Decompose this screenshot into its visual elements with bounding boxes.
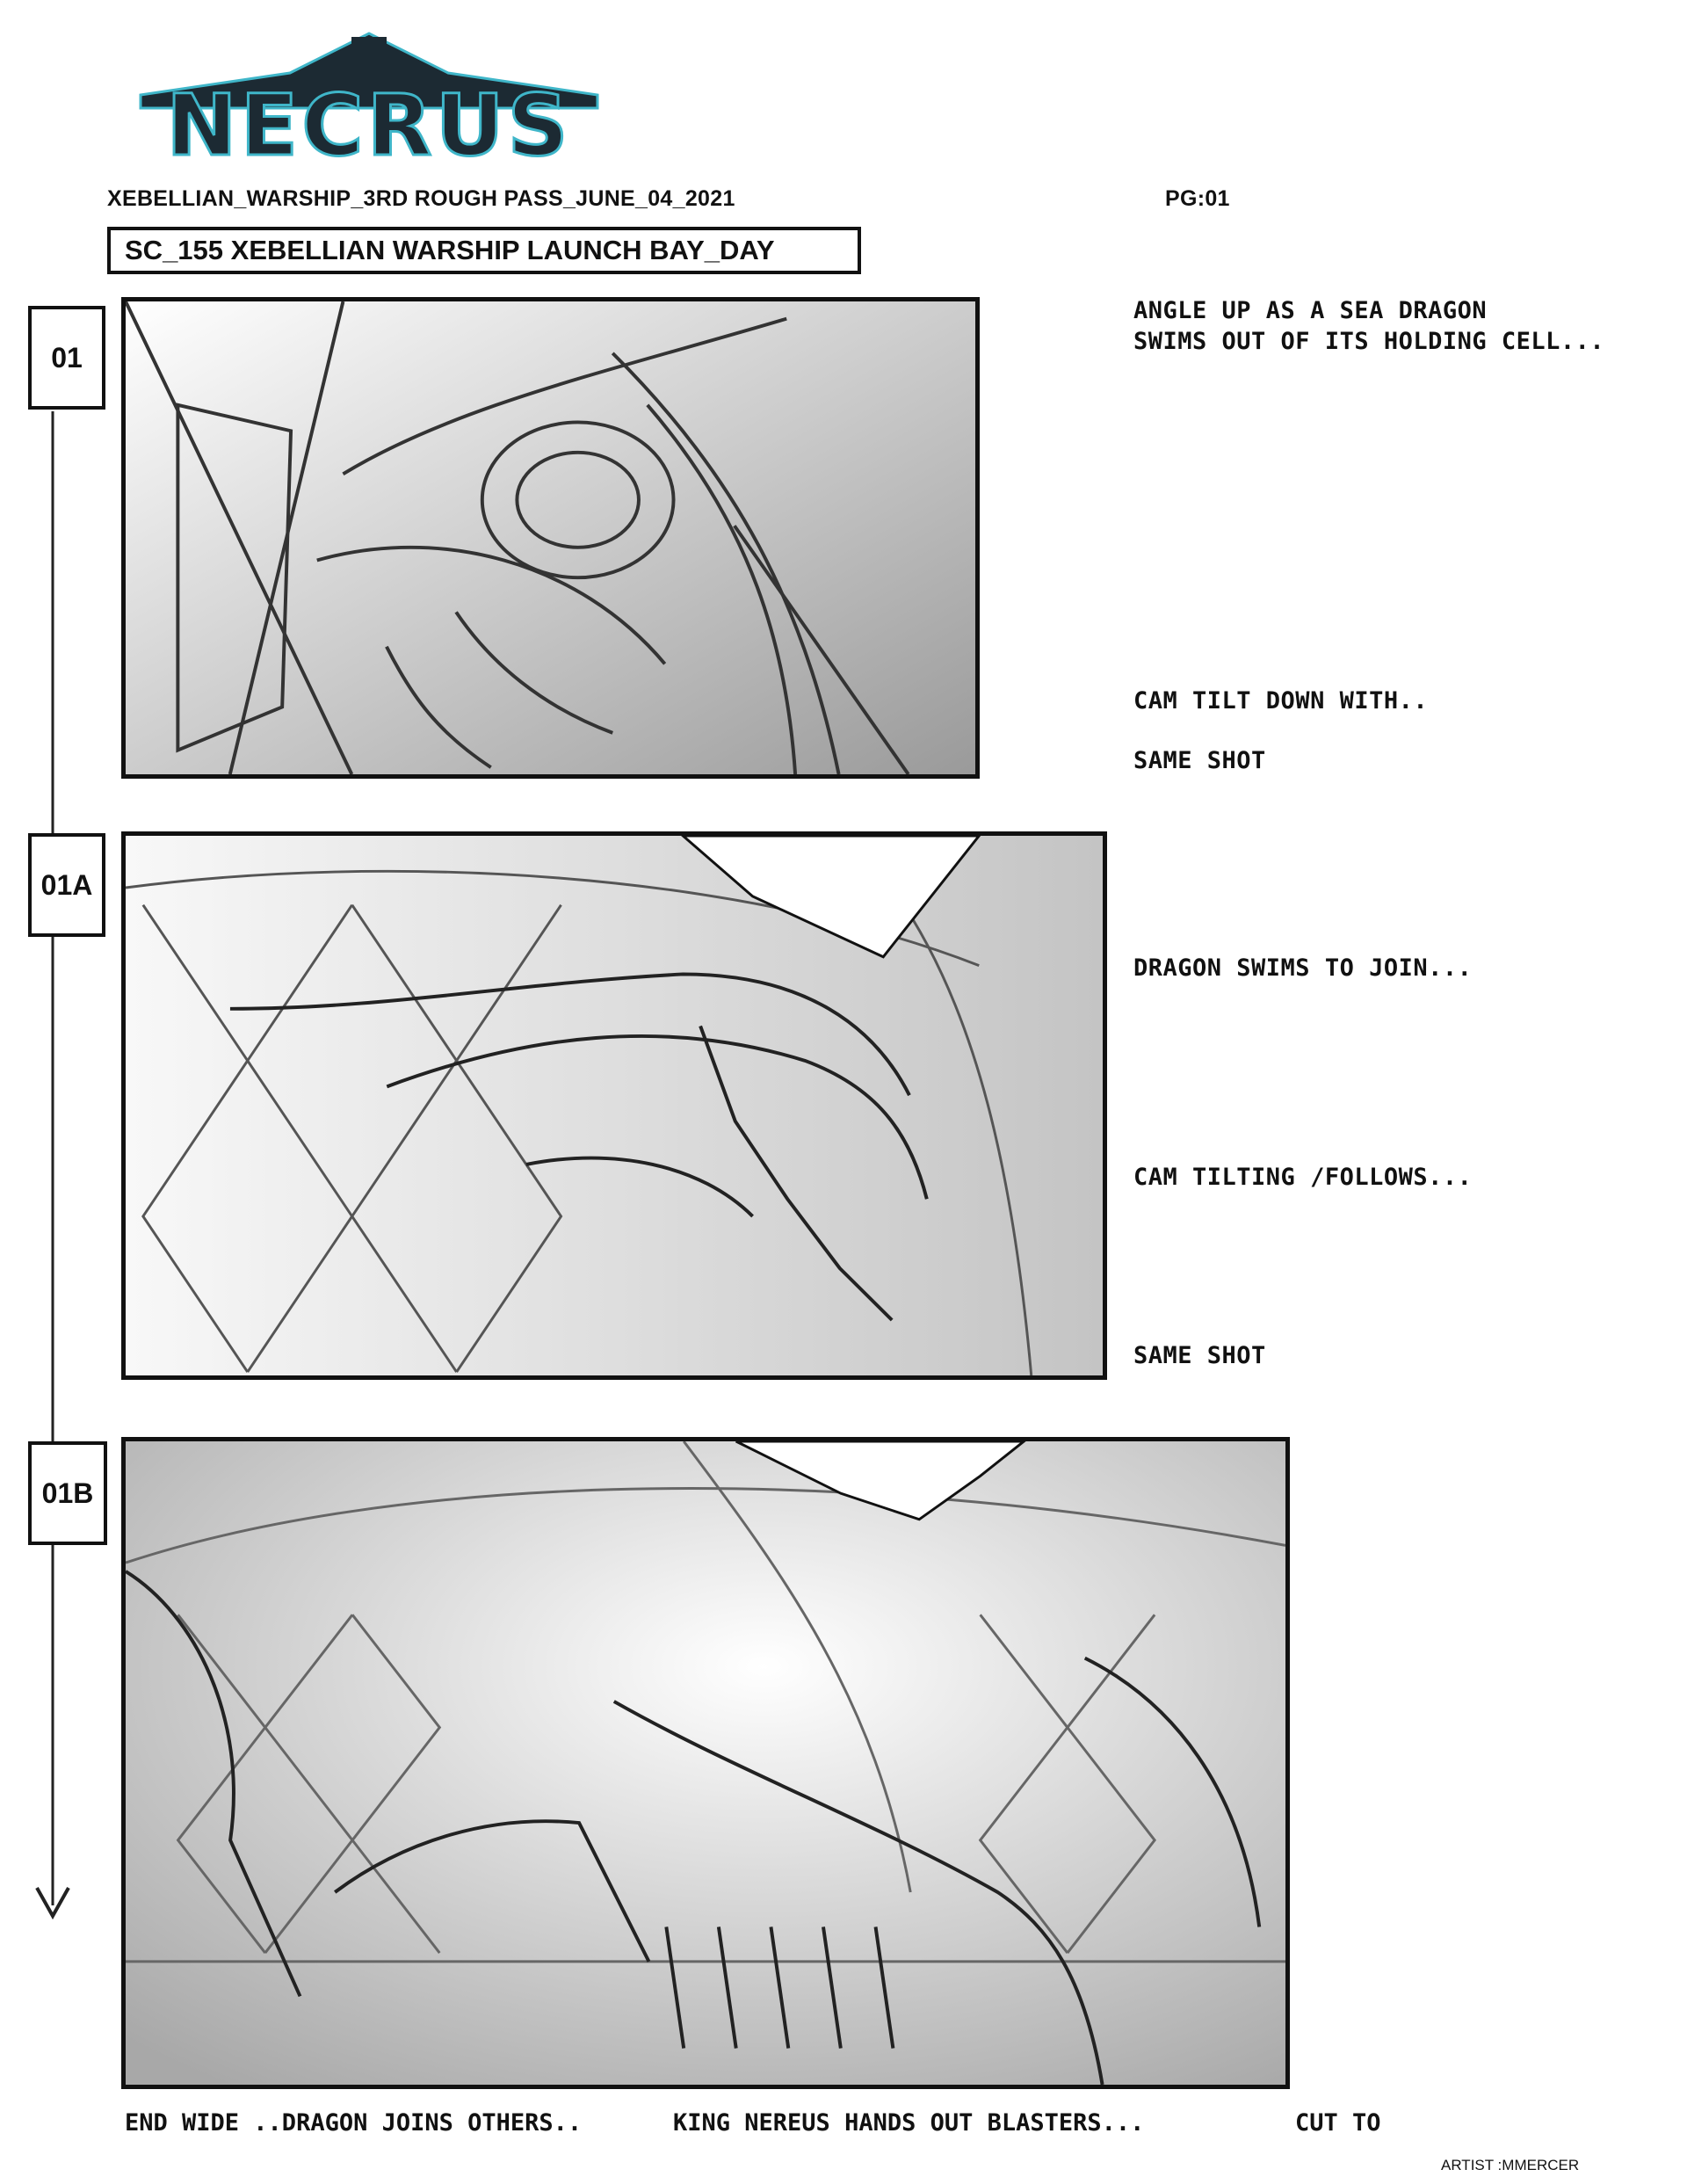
storyboard-panel-01b	[121, 1437, 1290, 2089]
storyboard-panel-01a	[121, 831, 1107, 1380]
panel-sketch-dragon-cell	[126, 301, 975, 774]
caption-king-nereus: KING NEREUS HANDS OUT BLASTERS...	[673, 2109, 1145, 2137]
note-angle-up: ANGLE UP AS A SEA DRAGON SWIMS OUT OF IT…	[1133, 297, 1605, 355]
note-same-shot-1: SAME SHOT	[1133, 747, 1266, 774]
shot-label-01a: 01A	[28, 833, 105, 937]
note-cam-tilting: CAM TILTING /FOLLOWS...	[1133, 1164, 1473, 1191]
shot-label-text: 01	[51, 341, 83, 374]
shot-label-text: 01B	[41, 1477, 94, 1509]
note-same-shot-2: SAME SHOT	[1133, 1342, 1266, 1369]
shot-label-text: 01A	[40, 868, 93, 901]
storyboard-panel-01	[121, 297, 980, 779]
shot-label-01: 01	[28, 306, 105, 410]
scene-heading: SC_155 XEBELLIAN WARSHIP LAUNCH BAY_DAY	[107, 227, 861, 274]
note-dragon-swims: DRAGON SWIMS TO JOIN...	[1133, 954, 1473, 982]
note-cam-tilt-down: CAM TILT DOWN WITH..	[1133, 687, 1429, 715]
document-title: XEBELLIAN_WARSHIP_3RD ROUGH PASS_JUNE_04…	[107, 186, 735, 211]
caption-end-wide: END WIDE ..DRAGON JOINS OTHERS..	[125, 2109, 583, 2137]
necrus-logo-art: NECRUS	[139, 32, 599, 177]
artist-credit: ARTIST :MMERCER	[1441, 2157, 1580, 2173]
caption-cut-to: CUT TO	[1295, 2109, 1381, 2137]
logo-text: NECRUS	[166, 76, 571, 165]
shot-label-01b: 01B	[28, 1441, 107, 1545]
necrus-logo: NECRUS	[105, 25, 633, 177]
timeline-arrow	[26, 411, 79, 1923]
panel-sketch-dragon-swims	[126, 836, 1103, 1375]
page-number: PG:01	[1165, 186, 1230, 211]
panel-sketch-launch-bay-wide	[126, 1441, 1285, 2085]
